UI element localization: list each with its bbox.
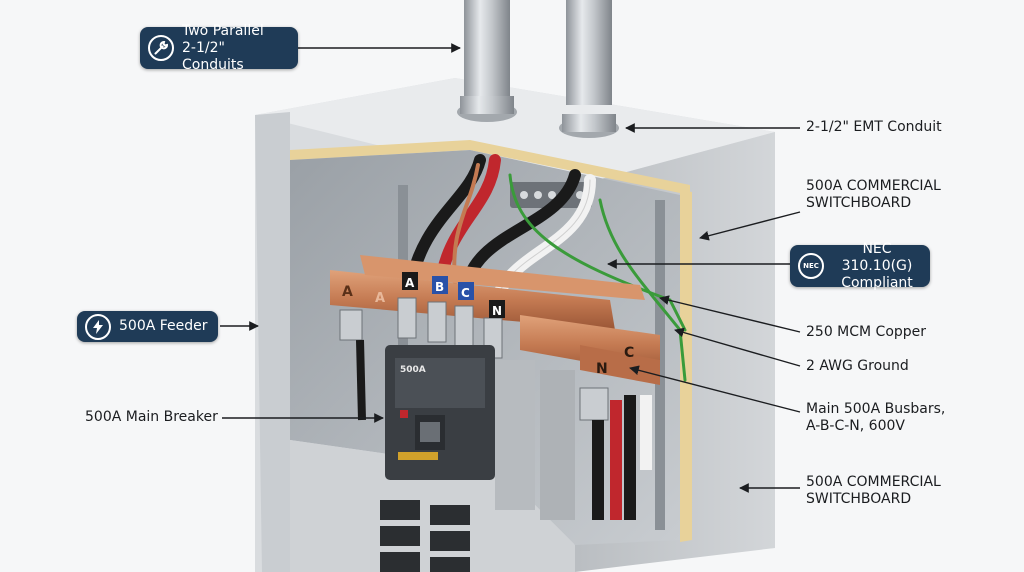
label-emt-conduit: 2-1/2" EMT Conduit: [806, 119, 942, 136]
bus-marking-n: N: [596, 361, 608, 377]
callout-nec-compliant: NEC NEC 310.10(G) Compliant: [790, 241, 930, 291]
lightning-icon: [85, 313, 111, 340]
main-breaker-body: [385, 345, 495, 480]
nec-seal-icon: NEC: [798, 253, 824, 279]
load-cables: [356, 339, 652, 520]
breaker-rating-marking: 500A: [400, 365, 426, 375]
label-busbars-line2: A-B-C-N, 600V: [806, 418, 905, 434]
label-emt-text: 2-1/2" EMT Conduit: [806, 119, 942, 135]
callout-nec-line1: NEC 310.10(G): [841, 240, 913, 274]
label-switchboard-bottom: 500A COMMERCIAL SWITCHBOARD: [806, 474, 941, 508]
label-busbars-line1: Main 500A Busbars,: [806, 401, 946, 417]
callout-500a-feeder: 500A Feeder: [77, 311, 218, 342]
callout-feeder-text: 500A Feeder: [119, 318, 208, 334]
bus-marking-c: C: [624, 345, 634, 361]
label-switchboard-top: 500A COMMERCIAL SWITCHBOARD: [806, 178, 941, 212]
nec-seal-text: NEC: [803, 261, 819, 270]
label-ground: 2 AWG Ground: [806, 358, 909, 375]
bus-marking-a: A: [342, 284, 353, 300]
label-main-breaker: 500A Main Breaker: [85, 409, 218, 426]
label-switchboard-top-line1: 500A COMMERCIAL: [806, 178, 941, 194]
markings: A A N C A B C N 500A: [342, 272, 634, 377]
label-busbars: Main 500A Busbars, A-B-C-N, 600V: [806, 401, 945, 435]
label-main-breaker-text: 500A Main Breaker: [85, 409, 218, 425]
wire-band-c: [458, 282, 474, 300]
switchboard-cabinet: [255, 78, 775, 572]
wire-band-n: [489, 300, 505, 318]
wire-marking-n: N: [492, 304, 502, 318]
wrench-icon: [148, 35, 174, 61]
label-switchboard-top-line2: SWITCHBOARD: [806, 195, 912, 211]
leader-lines: [220, 43, 801, 493]
wire-band-a: [402, 272, 418, 290]
callout-conduits-line2: 2-1/2" Conduits: [182, 39, 244, 73]
label-ground-text: 2 AWG Ground: [806, 358, 909, 374]
emt-conduits: [457, 0, 619, 138]
callout-conduits-line1: Two Parallel: [182, 22, 264, 39]
branch-breakers: [380, 500, 470, 572]
wire-band-b: [432, 276, 448, 294]
label-copper-text: 250 MCM Copper: [806, 324, 927, 340]
wire-marking-b: B: [435, 280, 444, 294]
callout-two-parallel-conduits: Two Parallel 2-1/2" Conduits: [140, 23, 298, 73]
label-switchboard-bottom-line2: SWITCHBOARD: [806, 491, 912, 507]
wire-marking-a: A: [405, 276, 415, 290]
wire-marking-c: C: [461, 286, 470, 300]
bus-marking-a2: A: [375, 291, 385, 306]
label-switchboard-bottom-line1: 500A COMMERCIAL: [806, 474, 941, 490]
callout-nec-line2: Compliant: [841, 274, 913, 291]
label-copper: 250 MCM Copper: [806, 324, 926, 341]
